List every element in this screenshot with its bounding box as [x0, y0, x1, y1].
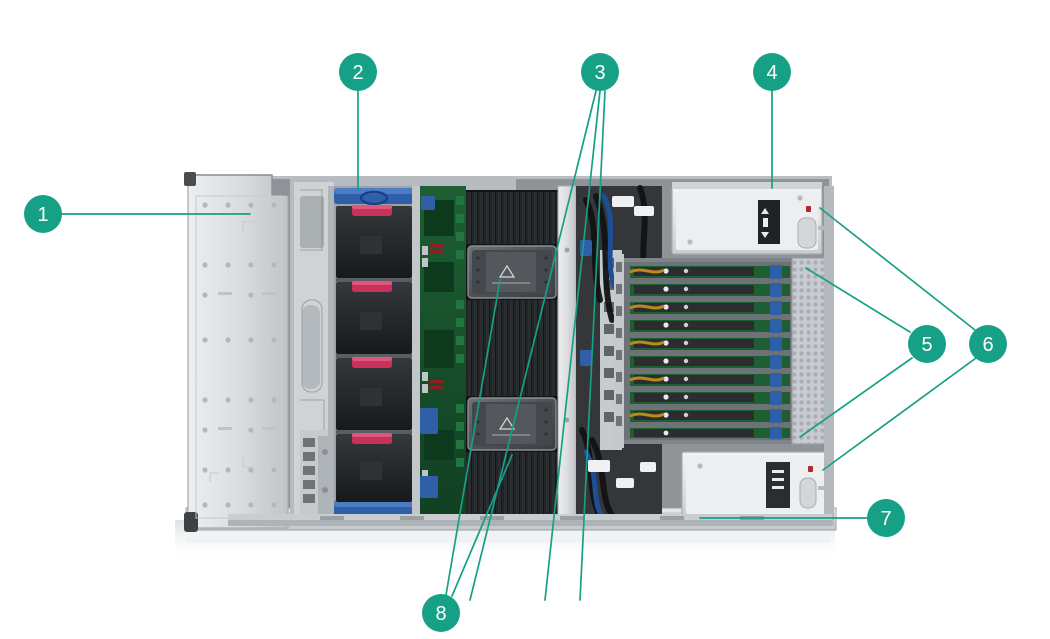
leader-lines [61, 90, 977, 601]
leader-line-5-2 [799, 357, 913, 438]
power-supply-lower-art [681, 451, 833, 522]
leader-line-8-1 [445, 279, 501, 596]
leader-line-3-1 [469, 90, 597, 601]
callout-circle-2 [339, 53, 377, 91]
leader-line-6-1 [819, 207, 976, 331]
callout-badge-2[interactable]: 2 [339, 53, 377, 91]
access-panel-art [184, 172, 289, 532]
memory-and-cpu-art [466, 190, 558, 526]
system-board-art [420, 186, 466, 522]
callout-circle-3 [581, 53, 619, 91]
leader-line-5-1 [805, 267, 911, 333]
callout-circle-7 [867, 499, 905, 537]
callout-circle-8 [422, 594, 460, 632]
leader-line-3-2 [544, 90, 601, 601]
riser-cage-art [614, 254, 829, 448]
callout-number-4: 4 [766, 62, 777, 84]
callout-badge-1[interactable]: 1 [24, 195, 62, 233]
callout-number-5: 5 [921, 334, 932, 356]
power-supply-upper-art [671, 182, 830, 255]
callout-badges: 1 2 3 4 5 6 7 8 [24, 53, 1007, 632]
callout-badge-3[interactable]: 3 [581, 53, 619, 91]
callout-circle-5 [908, 325, 946, 363]
callout-number-8: 8 [435, 603, 446, 625]
callout-number-1: 1 [37, 204, 48, 226]
callout-circle-4 [753, 53, 791, 91]
callout-badge-5[interactable]: 5 [908, 325, 946, 363]
callout-badge-6[interactable]: 6 [969, 325, 1007, 363]
callout-badge-8[interactable]: 8 [422, 594, 460, 632]
callout-badge-7[interactable]: 7 [867, 499, 905, 537]
callout-circle-6 [969, 325, 1007, 363]
callout-number-6: 6 [982, 334, 993, 356]
fan-cage-art [328, 186, 420, 522]
leader-line-3-3 [579, 90, 606, 601]
leader-line-8-2 [451, 454, 513, 597]
callout-badge-4[interactable]: 4 [753, 53, 791, 91]
leader-line-6-2 [822, 357, 977, 471]
callout-number-7: 7 [880, 508, 891, 530]
callout-number-2: 2 [352, 62, 363, 84]
callout-circle-1 [24, 195, 62, 233]
callout-number-3: 3 [594, 62, 605, 84]
